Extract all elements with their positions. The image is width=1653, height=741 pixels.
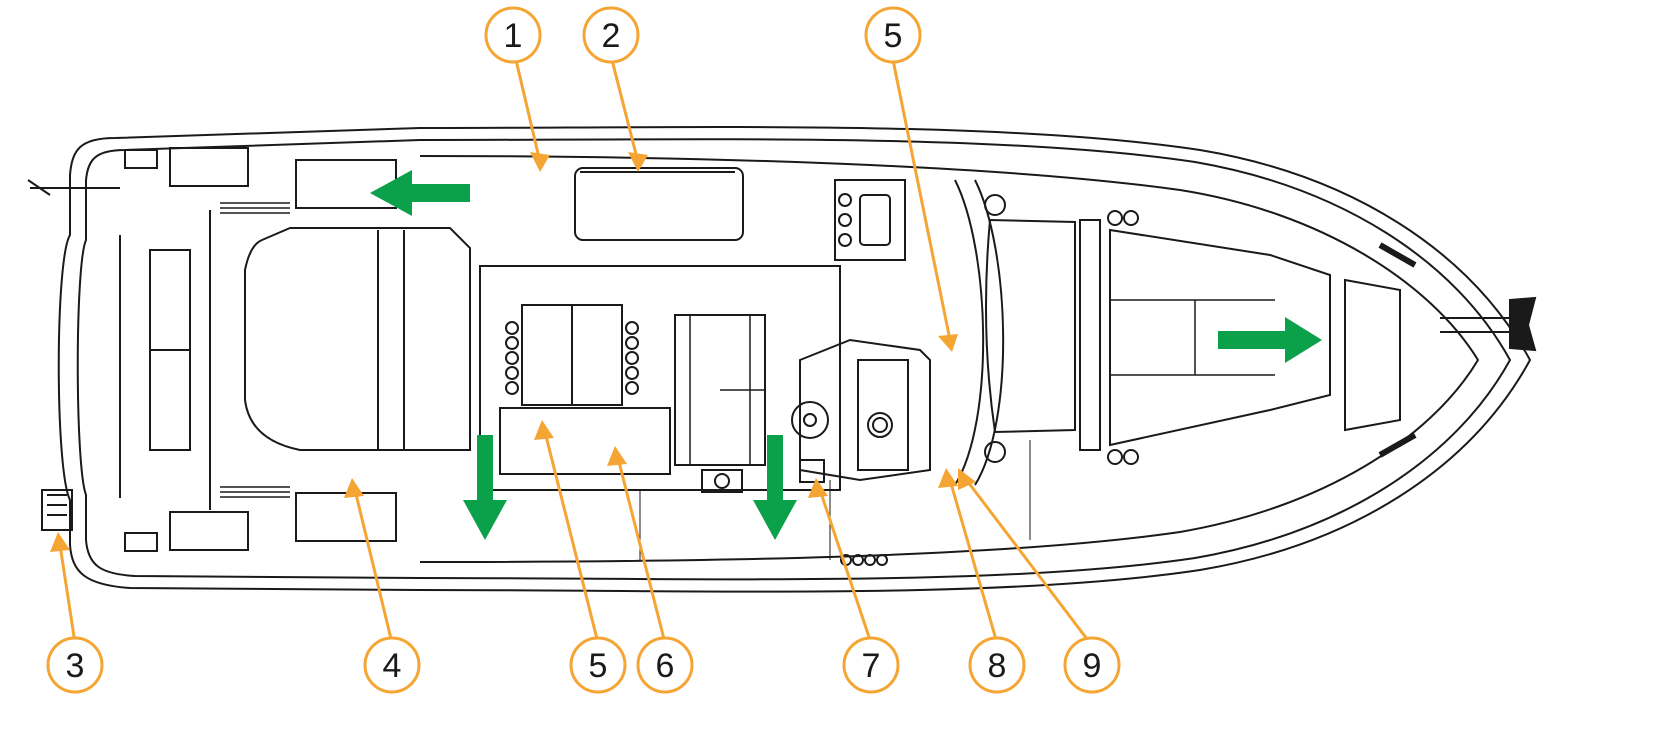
callout-label: 5 (884, 17, 903, 55)
callout-label: 4 (383, 647, 402, 685)
callout-label: 6 (656, 647, 675, 685)
callout-9 (1063, 636, 1121, 694)
callout-label: 7 (862, 647, 881, 685)
callout-label: 3 (66, 647, 85, 685)
callout-5 (569, 636, 627, 694)
callout-3 (46, 636, 104, 694)
callout-5 (864, 6, 922, 64)
callout-2 (582, 6, 640, 64)
callout-label: 2 (602, 17, 621, 55)
callout-4 (363, 636, 421, 694)
callout-7 (842, 636, 900, 694)
callout-label: 1 (504, 17, 523, 55)
callout-label: 8 (988, 647, 1007, 685)
callout-label: 5 (589, 647, 608, 685)
boat-hull (27, 126, 1537, 593)
callout-6 (636, 636, 694, 694)
callout-label: 9 (1083, 647, 1102, 685)
arrow-left (370, 170, 470, 216)
arrow-down (753, 435, 797, 540)
callout-8 (968, 636, 1026, 694)
arrow-down (463, 435, 507, 540)
arrow-right (1218, 317, 1322, 363)
callout-1 (484, 6, 542, 64)
